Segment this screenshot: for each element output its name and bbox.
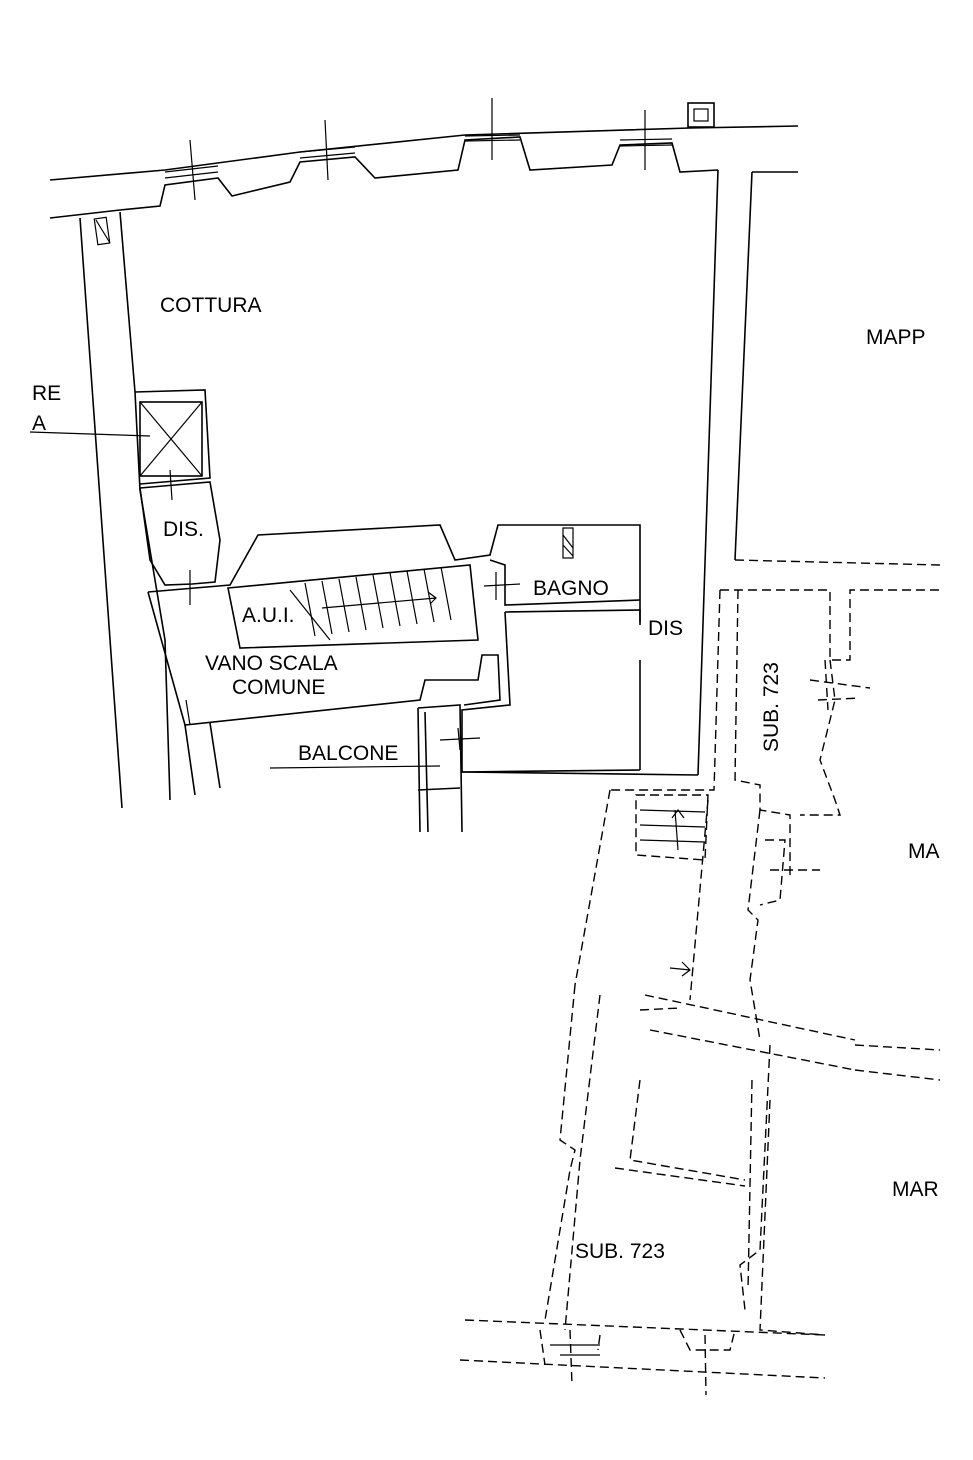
label-sub-vertical: SUB. 723 bbox=[760, 662, 783, 752]
window-ticks bbox=[189, 98, 646, 201]
label-balcone: BALCONE bbox=[298, 742, 398, 765]
label-mapp-top: MAPP bbox=[866, 326, 926, 349]
flue bbox=[93, 216, 111, 246]
small-stair bbox=[635, 794, 709, 861]
shaft-surround bbox=[134, 389, 211, 485]
stair-arrow bbox=[321, 591, 437, 609]
label-ma-mid: MA bbox=[908, 840, 940, 863]
stair-hall bbox=[147, 524, 641, 622]
cross-wall bbox=[639, 994, 856, 1071]
corridor-right bbox=[461, 611, 641, 773]
dis-room bbox=[139, 481, 221, 586]
sub723-upper-boundary bbox=[720, 559, 941, 661]
label-re: RE bbox=[32, 382, 61, 405]
re-leader bbox=[29, 431, 151, 437]
label-comune: COMUNE bbox=[232, 676, 325, 699]
right-wall-cottura bbox=[697, 169, 719, 776]
stair-treads bbox=[304, 566, 452, 637]
bagno-vent bbox=[562, 527, 574, 559]
left-wall-outer bbox=[79, 217, 123, 809]
label-dis-right: DIS bbox=[648, 617, 683, 640]
elevator-cross bbox=[139, 401, 203, 477]
label-vano-scala: VANO SCALA bbox=[205, 652, 338, 675]
label-sub-bottom: SUB. 723 bbox=[575, 1240, 665, 1263]
sub723-ticks bbox=[809, 659, 871, 711]
stair-outline bbox=[227, 564, 479, 649]
window-2 bbox=[299, 146, 356, 159]
window-4 bbox=[619, 138, 673, 147]
dashed-walls bbox=[459, 559, 941, 1396]
label-dis-left: DIS. bbox=[163, 518, 204, 541]
solid-walls bbox=[29, 98, 799, 833]
label-mar-lower: MAR bbox=[892, 1178, 939, 1201]
bottom-boundary bbox=[459, 1319, 826, 1379]
balcone bbox=[417, 704, 463, 833]
label-cottura: COTTURA bbox=[160, 294, 262, 317]
label-a: A bbox=[32, 412, 46, 435]
label-aui: A.U.I. bbox=[242, 604, 295, 627]
corridor-walls bbox=[147, 591, 501, 726]
label-bagno: BAGNO bbox=[533, 577, 609, 600]
window-1 bbox=[164, 165, 219, 179]
stair-diagonal bbox=[289, 589, 331, 641]
room-labels: COTTURA MAPP RE A DIS. A.U.I. BAGNO DIS … bbox=[32, 294, 940, 1263]
chimney bbox=[687, 102, 715, 128]
balcone-leader bbox=[269, 765, 441, 769]
tick-corridor bbox=[185, 699, 191, 726]
facade-wall-inner bbox=[49, 136, 719, 219]
